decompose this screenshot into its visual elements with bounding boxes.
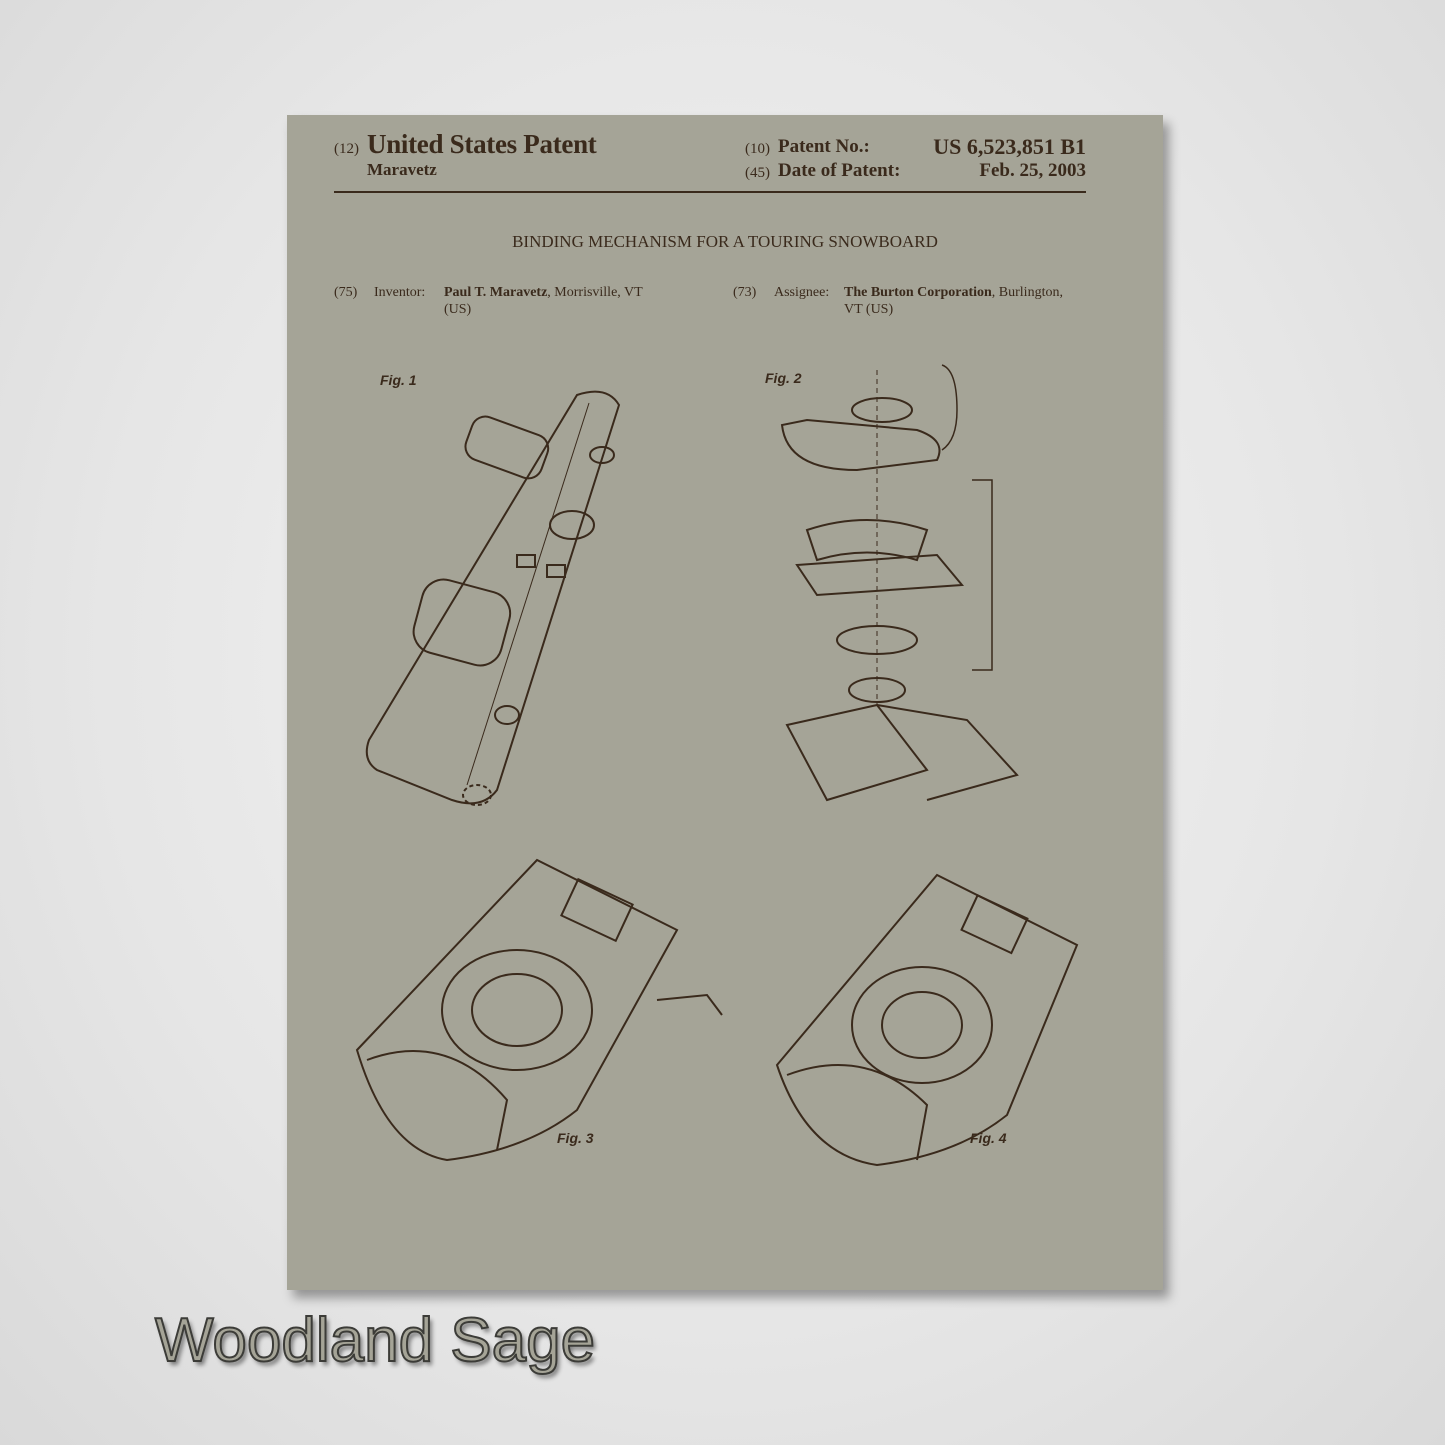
inventor-label: Inventor: <box>374 285 426 300</box>
assignee-country: VT (US) <box>844 302 894 317</box>
assignee-name: The Burton Corporation <box>844 285 992 300</box>
inventor-name: Paul T. Maravetz <box>444 285 548 300</box>
fig2-exploded-drawing <box>780 364 1019 802</box>
inventor: Paul T. Maravetz, Morrisville, VT <box>444 285 643 301</box>
fig3-label: Fig. 3 <box>557 1130 594 1146</box>
code-75: (75) <box>334 285 358 300</box>
assignee-location: , Burlington, <box>991 285 1063 300</box>
patent-number: US 6,523,851 B1 <box>933 134 1086 159</box>
fig2-label: Fig. 2 <box>765 370 802 386</box>
patent-title: BINDING MECHANISM FOR A TOURING SNOWBOAR… <box>512 232 938 251</box>
surname: Maravetz <box>367 160 437 179</box>
patent-heading: United States Patent <box>367 129 597 159</box>
code-45: (45) <box>745 165 770 181</box>
patent-no-label: Patent No.: <box>778 136 870 157</box>
patent-print: (12) United States Patent Maravetz (10) … <box>287 115 1163 1290</box>
color-name-caption: Woodland Sage <box>154 1305 596 1376</box>
code-73: (73) <box>733 285 757 300</box>
header-rule <box>334 191 1086 193</box>
fig4-binding-drawing <box>775 873 1079 1167</box>
code-12: (12) <box>334 141 359 157</box>
inventor-location: , Morrisville, VT <box>547 285 643 300</box>
fig1-label: Fig. 1 <box>380 372 417 388</box>
inventor-country: (US) <box>444 302 472 317</box>
code-10: (10) <box>745 141 770 157</box>
date-label: Date of Patent: <box>778 160 901 181</box>
fig4-label: Fig. 4 <box>970 1130 1007 1146</box>
fig3-binding-drawing <box>355 858 723 1162</box>
assignee: The Burton Corporation, Burlington, <box>844 285 1063 301</box>
assignee-label: Assignee: <box>774 285 830 300</box>
patent-date: Feb. 25, 2003 <box>979 160 1086 181</box>
fig1-snowboard-drawing <box>365 390 621 806</box>
